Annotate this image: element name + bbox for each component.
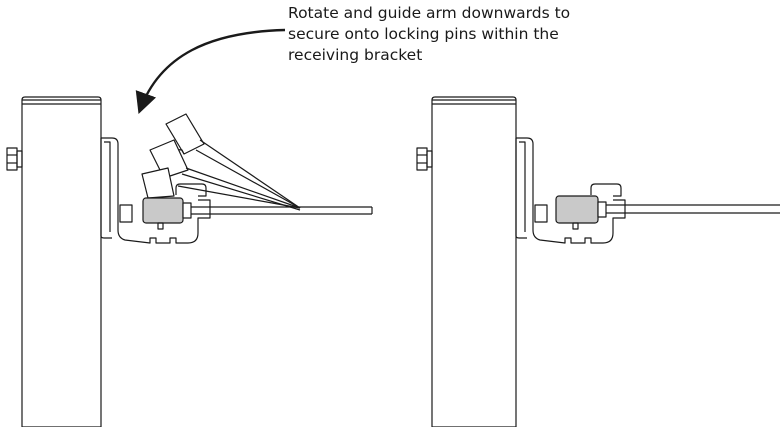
arm-weight-positions [141, 113, 205, 199]
instruction-line-2: secure onto locking pins within the [288, 25, 559, 43]
instruction-line-1: Rotate and guide arm downwards to [288, 4, 571, 22]
weight-rotated-3 [141, 167, 175, 199]
bolt-icon [416, 147, 433, 171]
counterweight [142, 197, 184, 224]
bolt-icon [6, 147, 23, 171]
curved-arrow-icon [135, 28, 286, 115]
receiving-bracket [515, 137, 626, 244]
arm-final-position [142, 197, 373, 230]
arm-rotation-lines [177, 139, 301, 211]
arm-secured [555, 195, 780, 230]
counterweight [555, 195, 599, 224]
instruction-caption: Rotate and guide arm downwards to secure… [288, 3, 758, 66]
instruction-line-3: receiving bracket [288, 46, 423, 64]
gate-post [431, 96, 517, 427]
weight-rotated-2 [149, 139, 189, 179]
gate-post [21, 96, 102, 427]
assembly-after [416, 96, 780, 427]
assembly-before [6, 96, 373, 427]
